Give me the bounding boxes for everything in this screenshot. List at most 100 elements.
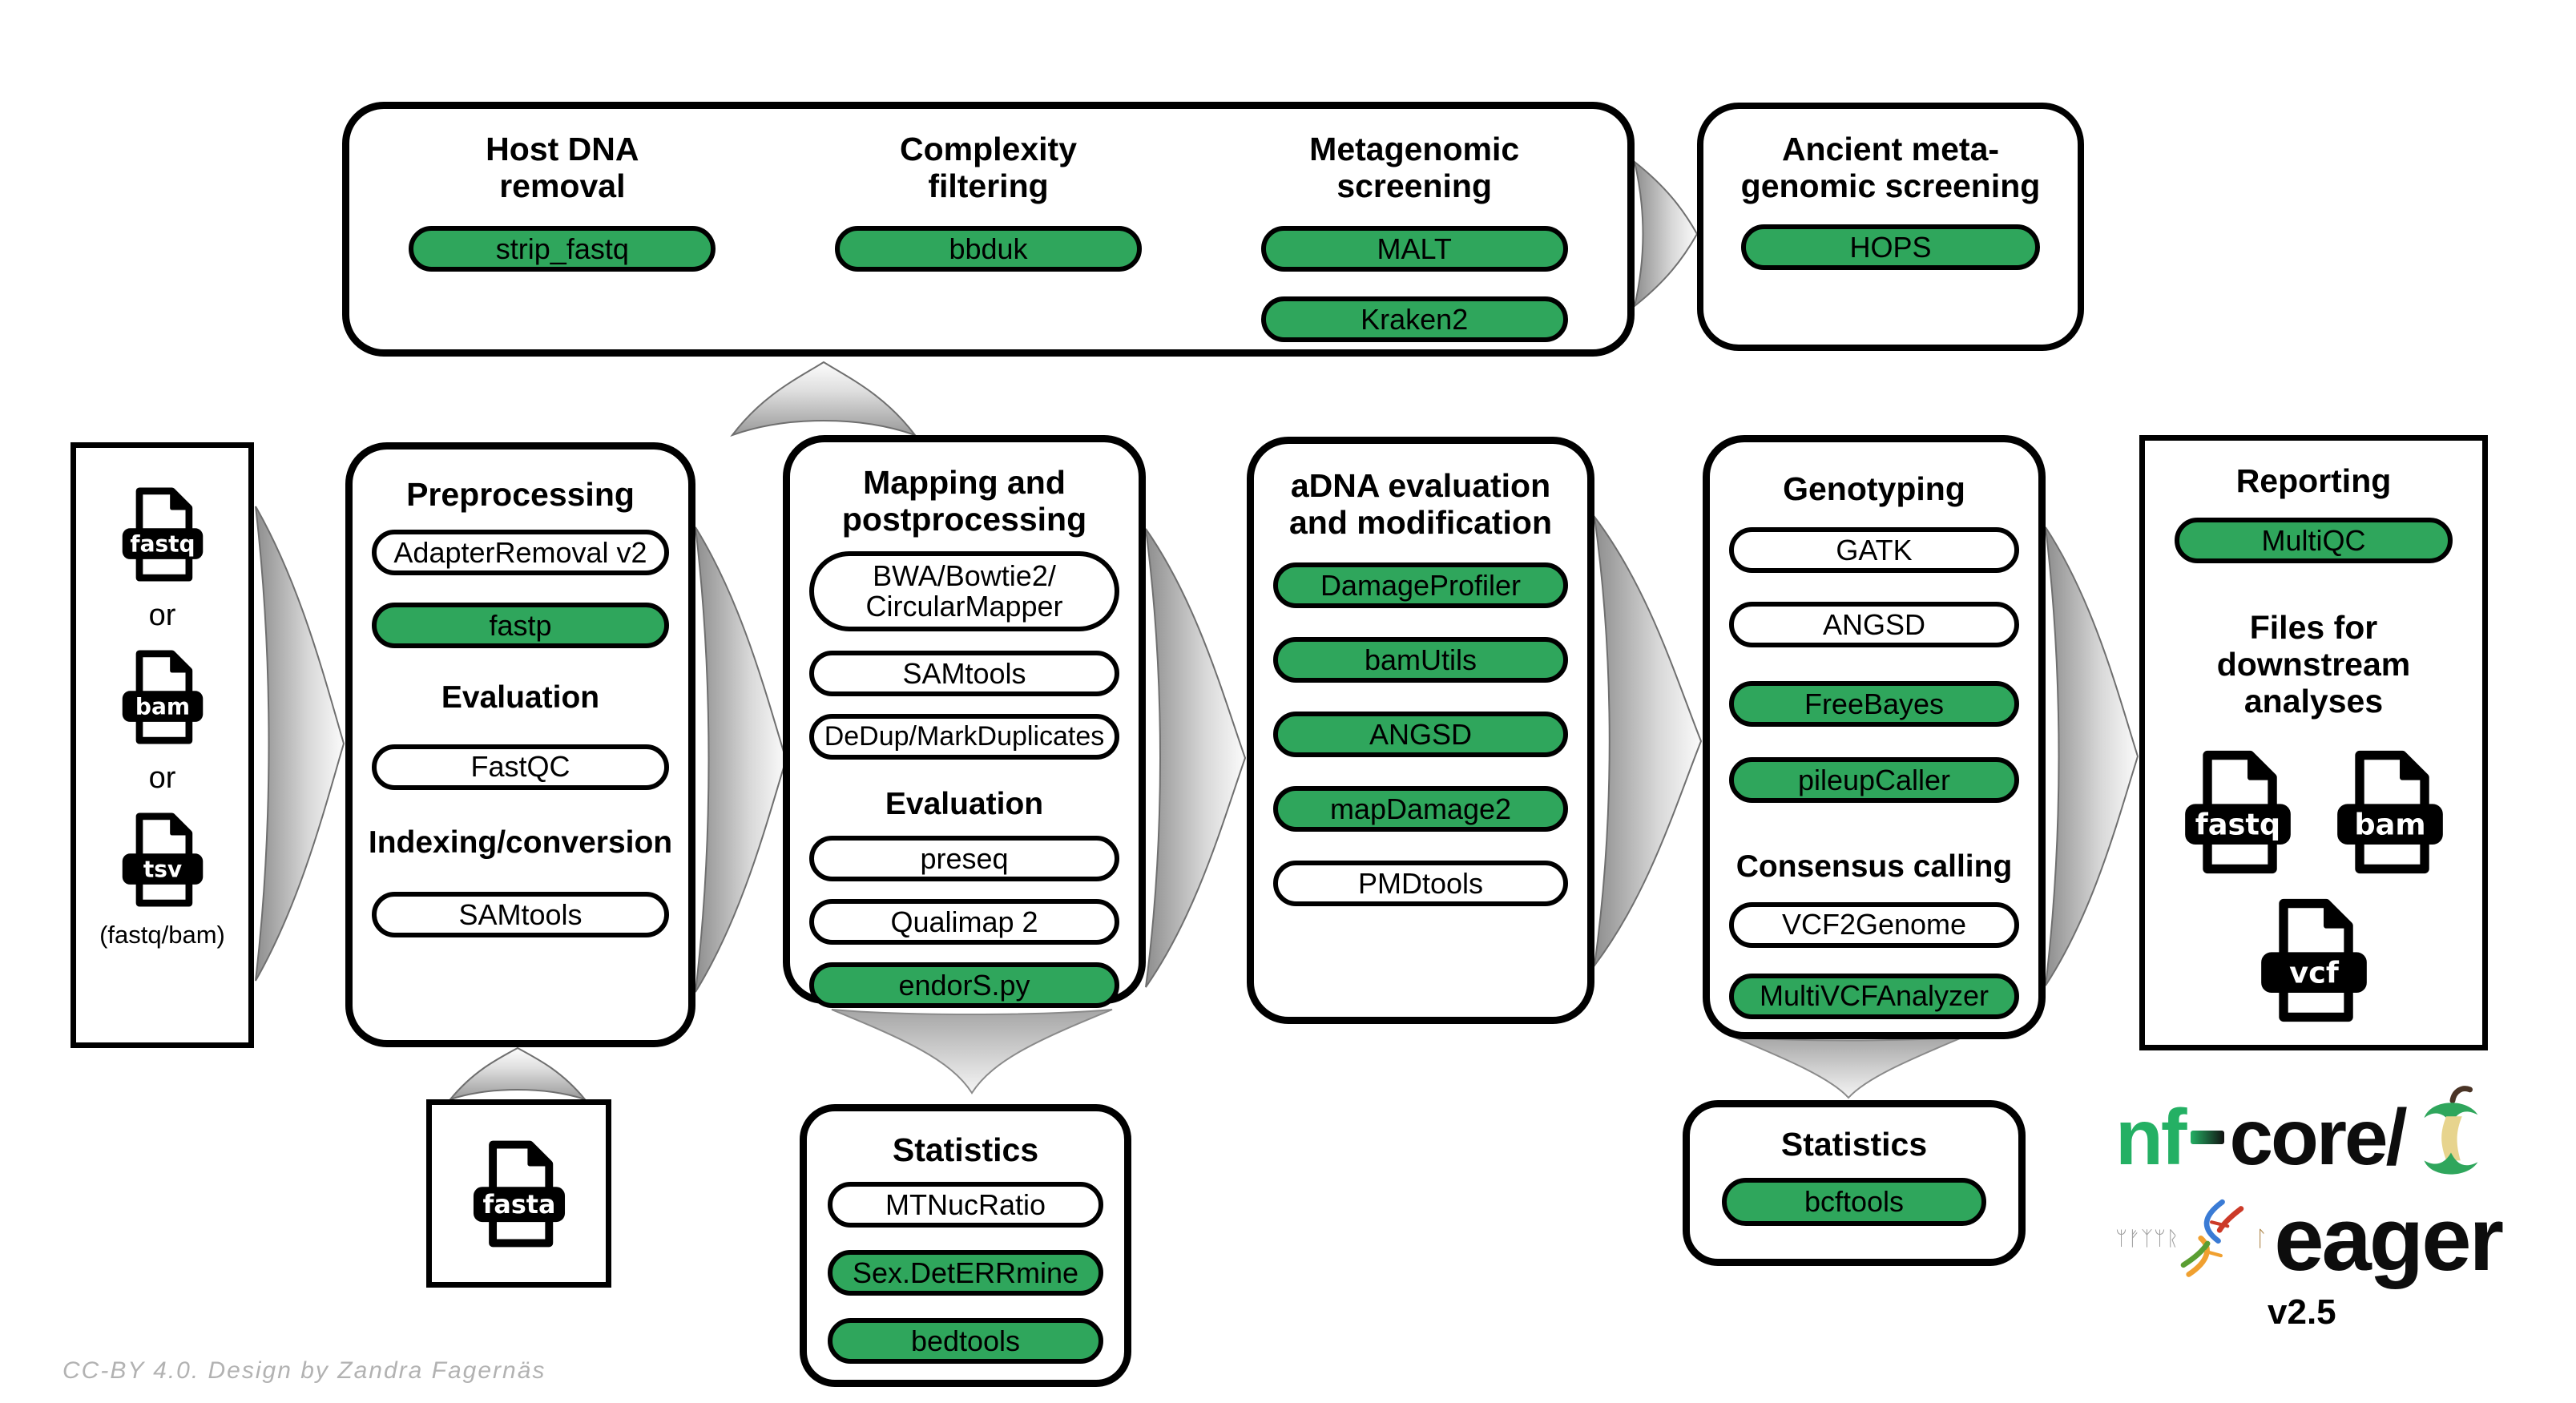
preprocessing-title: Preprocessing	[406, 476, 635, 513]
logo-dash	[2190, 1130, 2224, 1144]
apple-core-icon	[2424, 1086, 2478, 1175]
mapping-title: Mapping and postprocessing	[841, 464, 1087, 538]
tool-pill-angsd: ANGSD	[1729, 601, 2019, 647]
tool-pill-bwa-bowtie2-circularmapper: BWA/Bowtie2/ CircularMapper	[809, 550, 1119, 631]
tool-pill-damageprofiler: DamageProfiler	[1273, 562, 1568, 608]
tool-pill-malt: MALT	[1260, 225, 1568, 272]
metagenomic-screening-title: Metagenomic screening	[1309, 131, 1520, 204]
flow-arrow-input-to-preprocessing	[255, 506, 345, 982]
license-credit: CC-BY 4.0. Design by Zandra Fagernäs	[62, 1357, 546, 1384]
flow-arrow-mapping-to-adna	[1145, 528, 1247, 988]
flow-arrow-preprocessing-to-mapping	[695, 526, 788, 993]
complexity-filtering-title: Complexity filtering	[900, 131, 1077, 204]
tool-pill-endors-py: endorS.py	[809, 962, 1119, 1009]
metagenomic-screening-column: Metagenomic screening MALT Kraken2	[1201, 109, 1627, 349]
bam-file-icon: bam	[122, 650, 203, 744]
statistics-genotyping-box: Statistics bcftools	[1683, 1100, 2026, 1266]
or-label: or	[148, 761, 176, 795]
screening-box: Host DNA removal strip_fastq Complexity …	[342, 102, 1635, 357]
tsv-file-icon: tsv	[122, 812, 203, 907]
evaluation-heading: Evaluation	[885, 786, 1044, 821]
logo-nf-text: nf	[2115, 1092, 2187, 1181]
flow-arrow-fasta-to-preprocessing	[448, 1046, 587, 1101]
fastq-file-icon: fastq	[2184, 750, 2291, 873]
tool-pill-mapdamage2: mapDamage2	[1273, 785, 1568, 832]
tool-pill-samtools: SAMtools	[809, 650, 1119, 696]
logo-line1: nf core/	[2115, 1086, 2569, 1186]
reporting-title: Reporting	[2235, 462, 2392, 499]
svg-text:fasta: fasta	[482, 1190, 555, 1220]
ancient-metagenomic-box: Ancient meta- genomic screening HOPS	[1697, 103, 2084, 351]
tool-pill-bedtools: bedtools	[828, 1317, 1103, 1364]
flow-arrow-mapping-to-screening	[730, 361, 917, 437]
evaluation-heading: Evaluation	[441, 679, 600, 715]
svg-text:fastq: fastq	[2195, 807, 2280, 841]
tool-pill-bamutils: bamUtils	[1273, 636, 1568, 683]
svg-text:fastq: fastq	[130, 530, 195, 557]
svg-text:bam: bam	[2354, 807, 2425, 841]
flow-arrow-metagenomic-to-ancient	[1633, 159, 1699, 308]
fasta-reference-box: fasta	[426, 1099, 611, 1288]
adna-box: aDNA evaluation and modification DamageP…	[1247, 437, 1594, 1024]
consensus-calling-heading: Consensus calling	[1735, 849, 2013, 884]
tool-pill-fastp: fastp	[372, 602, 669, 648]
flow-arrow-genotyping-to-reporting	[2045, 526, 2139, 986]
svg-text:tsv: tsv	[143, 856, 181, 882]
bam-file-icon: bam	[2336, 750, 2443, 873]
preprocessing-box: Preprocessing AdapterRemoval v2 fastp Ev…	[345, 442, 695, 1047]
adna-title: aDNA evaluation and modification	[1289, 467, 1552, 541]
genotyping-title: Genotyping	[1783, 470, 1965, 507]
logo-rune-l: ᛚ	[2255, 1227, 2268, 1251]
host-dna-removal-column: Host DNA removal strip_fastq	[349, 109, 776, 349]
tool-pill-qualimap2: Qualimap 2	[809, 899, 1119, 945]
tool-pill-hops: HOPS	[1740, 224, 2041, 270]
input-note: (fastq/bam)	[99, 921, 225, 949]
reporting-box: Reporting MultiQC Files for downstream a…	[2139, 435, 2488, 1050]
tool-pill-gatk: GATK	[1729, 526, 2019, 573]
logo-line2: ᛘᚠᛉᛘᚱ ᛚ eager	[2115, 1187, 2569, 1291]
tool-pill-multivcfanalyzer: MultiVCFAnalyzer	[1729, 973, 2019, 1019]
vcf-file-icon: vcf	[2260, 898, 2367, 1022]
tool-pill-kraken2: Kraken2	[1260, 296, 1568, 342]
logo-version: v2.5	[2268, 1292, 2336, 1332]
downstream-files-heading: Files for downstream analyses	[2216, 608, 2411, 720]
tool-pill-bcftools: bcftools	[1722, 1177, 1986, 1226]
host-dna-removal-title: Host DNA removal	[486, 131, 639, 204]
tool-pill-angsd: ANGSD	[1273, 711, 1568, 757]
svg-text:vcf: vcf	[2289, 955, 2340, 990]
tool-pill-multiqc: MultiQC	[2175, 517, 2453, 563]
statistics-title: Statistics	[1780, 1126, 1928, 1163]
input-files-box: fastq or bam or tsv (fastq/bam)	[71, 442, 254, 1048]
tool-pill-pmdtools: PMDtools	[1273, 860, 1568, 906]
nf-core-eager-logo: nf core/ ᛘᚠᛉᛘᚱ ᛚ eager v2.5	[2115, 1086, 2569, 1332]
or-label: or	[148, 599, 176, 632]
tool-pill-preseq: preseq	[809, 836, 1119, 882]
logo-eager-text: eager	[2274, 1189, 2504, 1289]
tool-pill-fastqc: FastQC	[372, 744, 669, 790]
complexity-filtering-column: Complexity filtering bbduk	[776, 109, 1202, 349]
indexing-conversion-heading: Indexing/conversion	[368, 824, 673, 860]
tool-pill-vcf2genome: VCF2Genome	[1729, 901, 2019, 948]
fasta-file-icon: fasta	[473, 1140, 565, 1247]
tool-pill-dedup-markduplicates: DeDup/MarkDuplicates	[809, 713, 1119, 760]
logo-core-text: core/	[2229, 1092, 2408, 1181]
tool-pill-adapterremoval: AdapterRemoval v2	[372, 529, 669, 575]
tool-pill-sex-deterrmine: Sex.DetERRmine	[828, 1249, 1103, 1296]
flow-arrow-genotyping-to-statistics	[1732, 1036, 1965, 1099]
svg-text:bam: bam	[135, 693, 189, 720]
ancient-metagenomic-title: Ancient meta- genomic screening	[1740, 131, 2041, 204]
statistics-title: Statistics	[892, 1131, 1039, 1168]
flow-arrow-mapping-to-statistics	[831, 1009, 1113, 1095]
tool-pill-freebayes: FreeBayes	[1729, 680, 2019, 727]
fastq-file-icon: fastq	[122, 487, 203, 582]
flow-arrow-adna-to-genotyping	[1593, 514, 1703, 969]
tool-pill-strip-fastq: strip_fastq	[409, 225, 716, 272]
genotyping-box: Genotyping GATK ANGSD FreeBayes pileupCa…	[1703, 435, 2046, 1039]
downstream-files-row: fastq bam	[2177, 749, 2451, 875]
tool-pill-samtools: SAMtools	[372, 892, 669, 938]
logo-runes: ᛘᚠᛉᛘᚱ	[2115, 1228, 2180, 1250]
mapping-box: Mapping and postprocessing BWA/Bowtie2/ …	[783, 435, 1146, 1009]
statistics-mapping-box: Statistics MTNucRatio Sex.DetERRmine bed…	[800, 1104, 1131, 1387]
tool-pill-mtnucratio: MTNucRatio	[828, 1181, 1103, 1228]
